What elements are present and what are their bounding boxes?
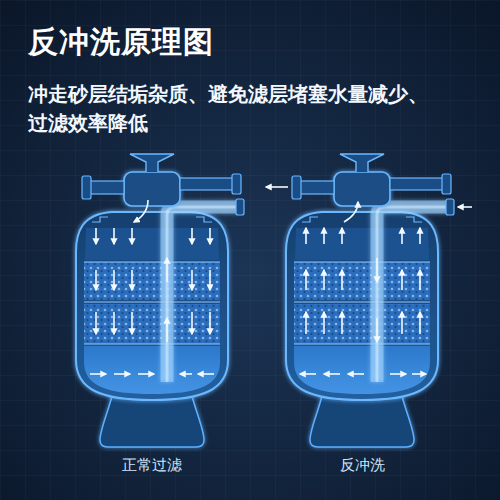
flow-arrows	[376, 318, 378, 342]
filter-tank	[76, 154, 244, 447]
flow-arrows	[401, 312, 403, 334]
flow-arrows	[323, 312, 325, 334]
diagram-title: 反冲洗原理图	[28, 24, 214, 60]
flow-arrows	[131, 270, 133, 290]
flow-arrows	[113, 312, 115, 334]
flow-arrows	[114, 373, 130, 375]
flow-arrows	[209, 270, 211, 290]
flow-arrows	[113, 270, 115, 290]
flow-arrows	[90, 373, 106, 375]
tank-caption: 反冲洗	[340, 456, 385, 474]
flow-arrows	[344, 202, 358, 222]
flow-arrows	[166, 318, 168, 342]
flow-arrows	[90, 200, 214, 374]
flow-arrows	[134, 200, 148, 222]
flow-arrows	[323, 228, 325, 244]
flow-arrows	[95, 312, 97, 334]
flow-arrows	[419, 228, 421, 244]
flow-arrows	[180, 373, 192, 375]
flow-arrows	[376, 258, 378, 282]
flow-arrows	[266, 187, 472, 374]
flow-arrows	[348, 373, 364, 375]
flow-arrows	[341, 270, 343, 290]
diagram-title-holder: 反冲洗原理图	[28, 24, 214, 60]
tank-caption: 正常过滤	[122, 456, 182, 474]
flow-arrows	[166, 258, 168, 282]
flow-arrows	[341, 228, 343, 244]
flow-arrows	[113, 228, 115, 244]
flow-arrows	[323, 270, 325, 290]
flow-arrows	[209, 228, 211, 244]
tank-caption-holder: 反冲洗	[340, 456, 385, 474]
flow-arrows	[209, 312, 211, 334]
subtitle-text-holder: 冲走砂层结垢杂质、避免滤层堵塞水量减少、 过滤效率降低	[28, 80, 490, 138]
tank-caption-holder: 正常过滤	[122, 456, 182, 474]
flow-arrows	[412, 373, 426, 375]
flow-arrows	[131, 312, 133, 334]
subtitle-text: 冲走砂层结垢杂质、避免滤层堵塞水量减少、 过滤效率降低	[28, 80, 490, 138]
flow-arrows	[300, 373, 316, 375]
flow-arrows	[266, 186, 288, 188]
flow-arrows	[191, 270, 193, 290]
flow-arrows	[419, 312, 421, 334]
flow-arrows	[305, 312, 307, 334]
flow-arrows	[401, 270, 403, 290]
flow-arrows	[95, 270, 97, 290]
flow-arrows	[324, 373, 340, 375]
flow-arrows	[390, 373, 406, 375]
flow-arrows	[419, 270, 421, 290]
filter-tank	[286, 154, 454, 447]
flow-arrows	[458, 206, 472, 208]
flow-arrows	[191, 312, 193, 334]
flow-arrows	[198, 373, 214, 375]
flow-arrows	[138, 373, 154, 375]
flow-arrows	[305, 228, 307, 244]
flow-arrows	[131, 228, 133, 244]
flow-arrows	[401, 228, 403, 244]
flow-arrows	[191, 228, 193, 244]
flow-arrows	[95, 228, 97, 244]
flow-arrows	[341, 312, 343, 334]
flow-arrows	[305, 270, 307, 290]
